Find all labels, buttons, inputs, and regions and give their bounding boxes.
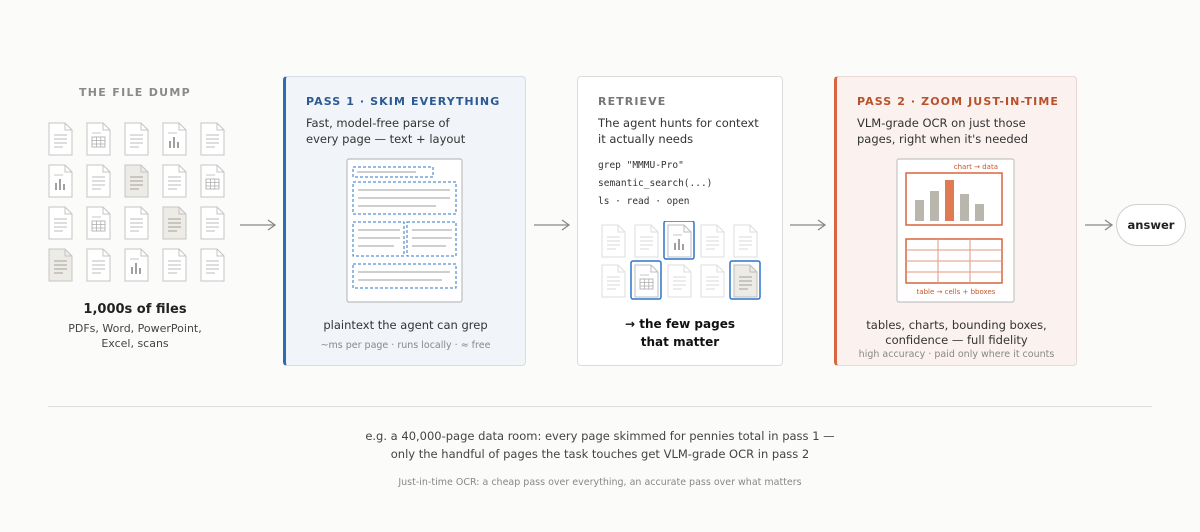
- highlighted-page-icon: [667, 224, 692, 258]
- file-types-line-1: PDFs, Word, PowerPoint,: [68, 322, 202, 335]
- page-icon: [667, 264, 692, 298]
- file-text-icon: [86, 248, 111, 286]
- footnote: Just-in-time OCR: a cheap pass over ever…: [398, 477, 802, 488]
- page-icon: [601, 224, 626, 258]
- pass1-note: ~ms per page · runs locally · ≈ free: [320, 340, 491, 351]
- file-grid: [48, 122, 228, 282]
- file-count-label: 1,000s of files: [83, 302, 187, 317]
- file-table-icon: [200, 164, 225, 202]
- caption-line-1: e.g. a 40,000-page data room: every page…: [365, 429, 835, 443]
- retrieve-footer: → the few pages that matter: [578, 315, 782, 351]
- answer-pill: answer: [1116, 204, 1186, 246]
- caption-line-2: only the handful of pages the task touch…: [390, 447, 810, 461]
- zoomed-page-icon: chart → data table → cells + bboxes: [896, 158, 1015, 303]
- pass2-desc-line-1: VLM-grade OCR on just those: [857, 116, 1026, 130]
- retrieve-description: The agent hunts for context it actually …: [598, 115, 808, 147]
- highlighted-page-icon: [733, 264, 758, 298]
- file-text-icon: [162, 248, 187, 286]
- file-scan-icon: [48, 248, 73, 286]
- retrieve-card: RETRIEVE The agent hunts for context it …: [577, 76, 783, 366]
- pass2-footer-line-2: confidence — full fidelity: [885, 333, 1028, 347]
- page-icon: [634, 224, 659, 258]
- file-text-icon: [200, 206, 225, 244]
- retrieve-desc-line-1: The agent hunts for context: [598, 116, 759, 130]
- pass1-title: PASS 1 · SKIM EVERYTHING: [306, 95, 501, 108]
- pass1-desc-line-2: every page — text + layout: [306, 132, 466, 146]
- divider: [48, 406, 1152, 407]
- retrieve-footer-line-2: that matter: [640, 335, 720, 349]
- highlight-frame: [663, 221, 695, 260]
- retrieved-pages-icon: [601, 221, 761, 300]
- page-icon: [733, 224, 758, 258]
- page-icon: [700, 264, 725, 298]
- retrieve-footer-line-1: → the few pages: [624, 317, 735, 331]
- file-text-icon: [200, 122, 225, 160]
- chart-extract-label: chart → data: [954, 163, 998, 171]
- command-grep: grep "MMMU-Pro": [598, 160, 684, 171]
- pass1-card: PASS 1 · SKIM EVERYTHING Fast, model-fre…: [283, 76, 526, 366]
- pass1-footer: plaintext the agent can grep: [323, 318, 488, 332]
- pass1-desc-line-1: Fast, model-free parse of: [306, 116, 450, 130]
- pass2-footer-line-1: tables, charts, bounding boxes,: [866, 318, 1047, 332]
- file-types-line-2: Excel, scans: [101, 337, 169, 350]
- file-table-icon: [86, 122, 111, 160]
- file-chart-icon: [162, 122, 187, 160]
- pass2-desc-line-2: pages, right when it's needed: [857, 132, 1029, 146]
- highlighted-page-icon: [634, 264, 659, 298]
- retrieve-desc-line-2: it actually needs: [598, 132, 694, 146]
- file-table-icon: [86, 206, 111, 244]
- arrow-icon: [790, 219, 827, 231]
- command-semantic-search: semantic_search(...): [598, 178, 713, 189]
- pass1-description: Fast, model-free parse of every page — t…: [306, 115, 516, 147]
- file-text-icon: [48, 206, 73, 244]
- file-text-icon: [200, 248, 225, 286]
- page-icon: [601, 264, 626, 298]
- page-icon: [700, 224, 725, 258]
- table-extract-label: table → cells + bboxes: [917, 288, 996, 296]
- arrow-icon: [534, 219, 571, 231]
- highlight-frame: [729, 260, 761, 300]
- pass2-description: VLM-grade OCR on just those pages, right…: [857, 115, 1067, 147]
- file-chart-icon: [124, 248, 149, 286]
- file-text-icon: [48, 122, 73, 160]
- file-scan-icon: [162, 206, 187, 244]
- highlight-frame: [630, 260, 662, 300]
- file-chart-icon: [48, 164, 73, 202]
- file-types-label: PDFs, Word, PowerPoint, Excel, scans: [40, 321, 230, 351]
- pass2-note: high accuracy · paid only where it count…: [858, 349, 1055, 360]
- command-ls-read-open: ls · read · open: [598, 196, 690, 207]
- file-dump-title: THE FILE DUMP: [79, 86, 191, 99]
- file-text-icon: [162, 164, 187, 202]
- file-text-icon: [124, 206, 149, 244]
- parsed-page-icon: [346, 158, 463, 303]
- file-scan-icon: [124, 164, 149, 202]
- arrow-icon: [240, 219, 277, 231]
- pass2-title: PASS 2 · ZOOM JUST-IN-TIME: [857, 95, 1059, 108]
- example-caption: e.g. a 40,000-page data room: every page…: [200, 427, 1000, 463]
- file-text-icon: [124, 122, 149, 160]
- pass2-card: PASS 2 · ZOOM JUST-IN-TIME VLM-grade OCR…: [834, 76, 1077, 366]
- file-text-icon: [86, 164, 111, 202]
- arrow-icon: [1085, 219, 1114, 231]
- retrieve-title: RETRIEVE: [598, 95, 667, 108]
